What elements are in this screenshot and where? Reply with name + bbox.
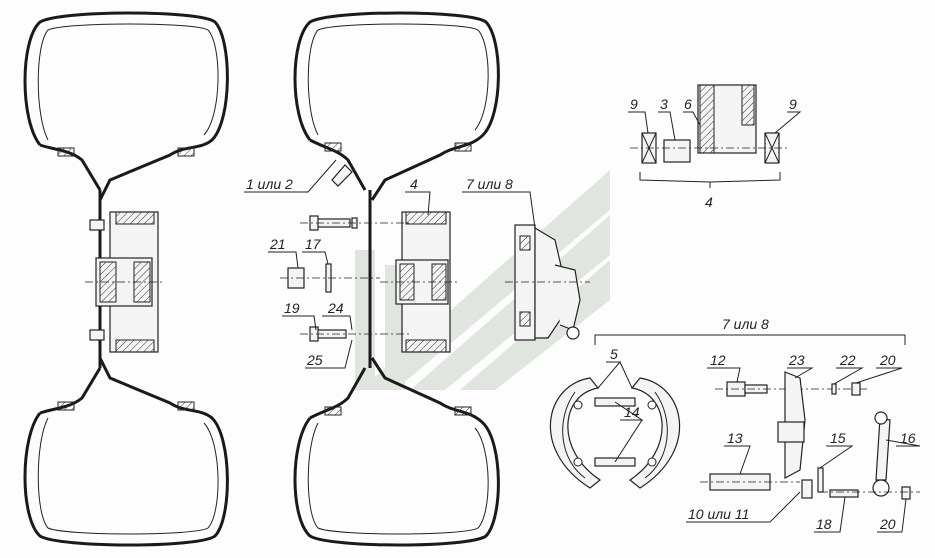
- label-10-or-11: 10 или 11: [688, 506, 749, 522]
- label-4-detail: 4: [705, 194, 713, 210]
- nut-20-top: [851, 382, 861, 396]
- brake-shoes: [550, 377, 680, 489]
- label-1-or-2: 1 или 2: [246, 176, 293, 192]
- brake-shield-assembly: [505, 224, 590, 341]
- leader-lines: [244, 111, 921, 533]
- washer-15: [817, 467, 824, 493]
- label-5: 5: [610, 346, 618, 362]
- middle-wheel-exploded: [280, 11, 500, 547]
- upper-tire-middle: [293, 11, 500, 201]
- label-16: 16: [900, 430, 916, 446]
- hub-detail-4: [630, 84, 790, 188]
- brake-small-parts: [594, 334, 920, 500]
- label-4-hub: 4: [410, 176, 418, 192]
- pin-18: [829, 489, 859, 498]
- label-6: 6: [684, 96, 692, 112]
- label-20-bottom: 20: [879, 516, 896, 532]
- upper-tire-left: [23, 11, 229, 201]
- lower-tire-middle: [293, 357, 500, 547]
- label-9-right: 9: [789, 96, 797, 112]
- nut-20-bottom: [901, 486, 911, 500]
- callout-labels: 1 или 2 4 7 или 8 21 17 19 24 25 9 3 6 9…: [246, 96, 916, 532]
- label-25: 25: [306, 352, 323, 368]
- lever-16: [875, 417, 891, 481]
- label-19: 19: [284, 300, 300, 316]
- label-21: 21: [269, 236, 286, 252]
- label-18: 18: [816, 516, 832, 532]
- lower-tire-left: [23, 357, 229, 547]
- label-7-or-8-shield: 7 или 8: [466, 176, 513, 192]
- label-13: 13: [727, 430, 743, 446]
- label-7-or-8-assembly: 7 или 8: [722, 316, 769, 332]
- label-24: 24: [327, 300, 344, 316]
- label-22: 22: [839, 352, 856, 368]
- label-14: 14: [624, 404, 640, 420]
- label-15: 15: [830, 430, 846, 446]
- label-12: 12: [710, 352, 726, 368]
- label-20-top: 20: [879, 352, 896, 368]
- left-wheel-assembly: [23, 11, 229, 547]
- label-9-left: 9: [630, 96, 638, 112]
- nut-22: [831, 383, 837, 395]
- label-23: 23: [788, 352, 805, 368]
- label-3: 3: [660, 96, 668, 112]
- label-17: 17: [305, 236, 322, 252]
- valve-stem: [331, 164, 353, 187]
